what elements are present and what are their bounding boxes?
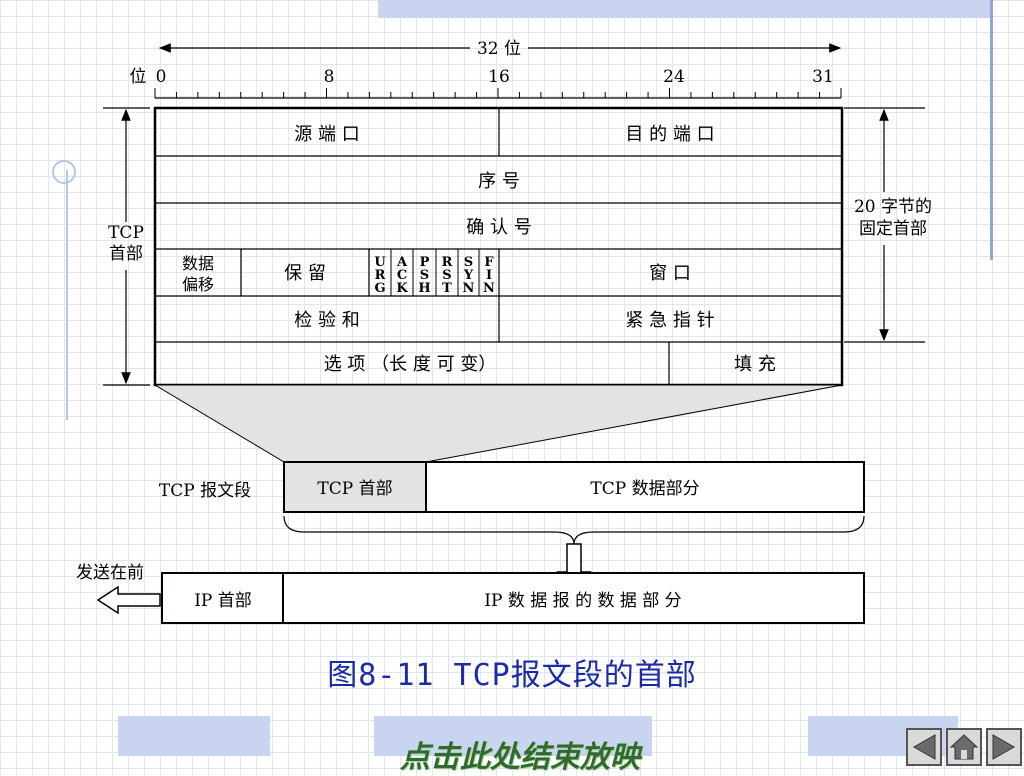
segment-data-text: TCP 数据部分 [590,479,699,499]
ruler-tick-16: 16 [488,67,510,87]
flag-syn-letter: S [464,255,473,270]
flag-psh-letter: P [420,255,430,270]
field-options: 选 项 （长 度 可 变） [324,354,497,375]
header-table [153,106,844,387]
ruler-ticks [154,88,842,98]
next-slide-button[interactable] [986,728,1022,766]
left-decor-circle [52,160,76,184]
flag-rst-letter: S [442,268,451,283]
flag-syn-letter: N [463,281,475,296]
field-data-offset-2: 偏移 [182,275,214,294]
flag-urg-letter: G [374,281,385,296]
segment-header-box [283,461,427,513]
field-src-port: 源 端 口 [294,124,359,145]
prev-icon [912,734,936,760]
ruler-tick-0: 0 [156,67,167,87]
tcp-header-label-2: 首部 [109,244,143,264]
next-icon [992,734,1016,760]
field-padding: 填 充 [734,354,776,375]
ruler-tick-8: 8 [324,67,335,87]
end-show-link[interactable]: 点击此处结束放映 [400,740,640,775]
segment-label: TCP 报文段 [159,481,251,501]
ip-header-text: IP 首部 [194,591,252,611]
field-dst-port: 目 的 端 口 [625,124,714,145]
flag-rst-letter: T [442,281,452,296]
bit-label: 位 [130,67,147,87]
flag-fin-letter: F [484,255,494,270]
field-urgent-ptr: 紧 急 指 针 [625,310,714,331]
ip-data-text: IP 数 据 报 的 数 据 部 分 [484,591,681,611]
field-ack-num: 确 认 号 [466,217,531,238]
field-window: 窗 口 [649,263,691,284]
flag-psh-letter: H [418,281,430,296]
flag-fin-letter: I [486,268,492,283]
bottom-decor-box-1 [118,716,270,756]
ip-data-box [282,572,865,624]
left-decor-bar [66,170,68,420]
field-seq: 序 号 [478,171,520,192]
top-decor-band [378,0,990,18]
send-first-label: 发送在前 [76,563,144,583]
flag-psh-letter: S [420,268,429,283]
flag-ack-letter: A [396,255,408,270]
tcp-header-label-1: TCP [108,223,144,243]
field-reserved: 保 留 [284,263,326,284]
home-icon [949,734,979,760]
fixed-header-label-2: 固定首部 [859,219,927,239]
ip-header-box [161,572,284,624]
segment-header-text: TCP 首部 [317,479,392,499]
ruler-tick-31: 31 [812,67,834,87]
fixed-header-label-1: 20 字节的 [854,197,932,217]
width-label: 32 位 [477,39,521,59]
figure-title: 图8-11 TCP报文段的首部 [327,658,697,693]
ruler-tick-24: 24 [663,67,685,87]
field-data-offset-1: 数据 [182,254,214,273]
header-projection [153,384,843,463]
home-button[interactable] [946,728,982,766]
flag-rst-letter: R [442,255,453,270]
segment-brace [283,515,865,545]
flag-fin-letter: N [483,281,495,296]
flag-urg-letter: U [374,255,386,270]
flag-syn-letter: Y [463,268,474,283]
field-checksum: 检 验 和 [294,310,359,331]
send-first-arrow [96,585,161,615]
prev-slide-button[interactable] [906,728,942,766]
right-decor-bar [990,0,993,260]
flag-ack-letter: C [397,268,407,283]
flag-ack-letter: K [396,281,408,296]
segment-data-box [425,461,865,513]
flag-urg-letter: R [375,268,386,283]
bottom-decor-box-2 [374,716,652,756]
